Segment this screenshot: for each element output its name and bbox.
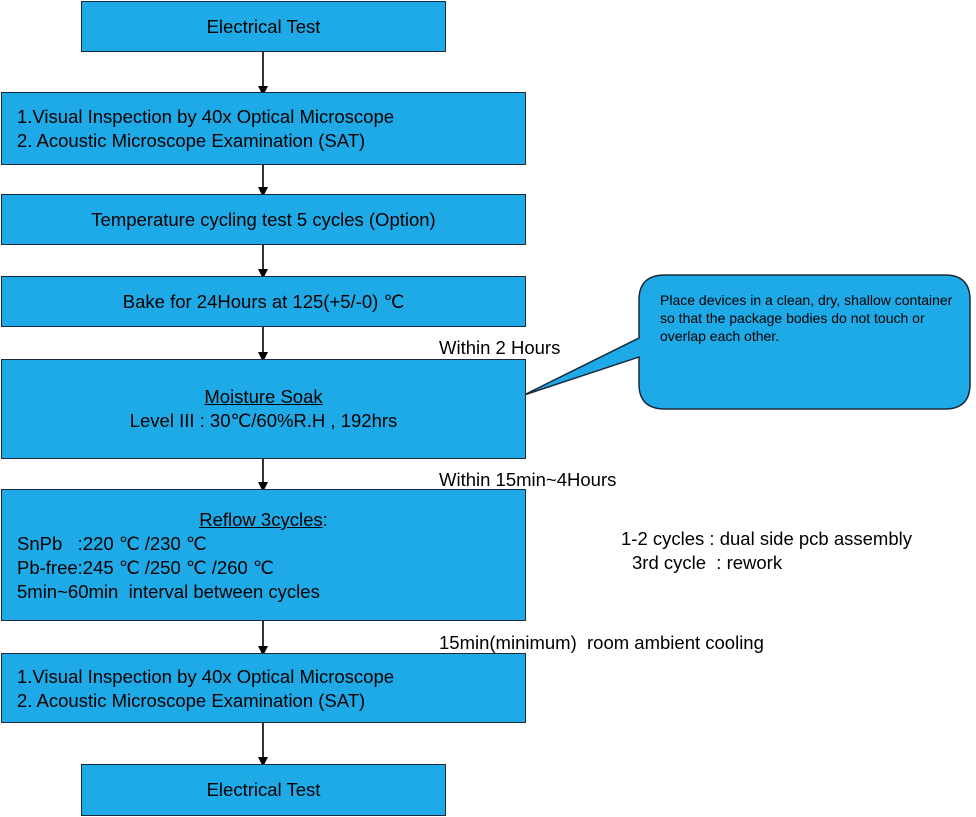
within-15min-4hours-label: Within 15min~4Hours xyxy=(439,469,617,490)
inspection-1-line-1: 1.Visual Inspection by 40x Optical Micro… xyxy=(17,106,395,127)
reflow-note-1: 1-2 cycles : dual side pcb assembly xyxy=(621,528,912,549)
reflow-interval: 5min~60min interval between cycles xyxy=(17,581,320,602)
moisture-soak-title: Moisture Soak xyxy=(204,386,323,407)
reflow-box: Reflow 3cycles: SnPb :220 ℃ /230 ℃ Pb-fr… xyxy=(1,489,526,621)
moisture-soak-box: Moisture Soak Level III : 30℃/60%R.H , 1… xyxy=(1,359,526,459)
temperature-cycling-label: Temperature cycling test 5 cycles (Optio… xyxy=(91,208,436,230)
inspection-2-line-2: 2. Acoustic Microscope Examination (SAT) xyxy=(17,690,366,711)
callout-text: Place devices in a clean, dry, shallow c… xyxy=(660,292,953,344)
inspection-box-2: 1.Visual Inspection by 40x Optical Micro… xyxy=(1,653,526,723)
electrical-test-top-box: Electrical Test xyxy=(81,1,446,52)
electrical-test-bottom-box: Electrical Test xyxy=(81,764,446,816)
reflow-title-suffix: : xyxy=(322,509,328,530)
inspection-box-1: 1.Visual Inspection by 40x Optical Micro… xyxy=(1,92,526,165)
inspection-2-line-1: 1.Visual Inspection by 40x Optical Micro… xyxy=(17,666,395,687)
reflow-title-row: Reflow 3cycles: xyxy=(17,508,525,532)
electrical-test-bottom-label: Electrical Test xyxy=(206,779,321,800)
inspection-1-line-2: 2. Acoustic Microscope Examination (SAT) xyxy=(17,130,366,151)
reflow-snpb: SnPb :220 ℃ /230 ℃ xyxy=(17,533,207,554)
temperature-cycling-box: Temperature cycling test 5 cycles (Optio… xyxy=(1,194,526,245)
moisture-soak-detail: Level III : 30℃/60%R.H , 192hrs xyxy=(129,410,398,431)
bake-box: Bake for 24Hours at 125(+5/-0) ℃ xyxy=(1,276,526,327)
within-2-hours-label: Within 2 Hours xyxy=(439,337,561,358)
bake-label: Bake for 24Hours at 125(+5/-0) ℃ xyxy=(122,290,405,312)
reflow-title: Reflow 3cycles xyxy=(199,509,323,530)
callout-bubble xyxy=(523,274,971,410)
cooling-label: 15min(minimum) room ambient cooling xyxy=(439,632,764,653)
reflow-note-2: 3rd cycle : rework xyxy=(632,552,783,573)
electrical-test-top-label: Electrical Test xyxy=(206,15,321,37)
reflow-pbfree: Pb-free:245 ℃ /250 ℃ /260 ℃ xyxy=(17,557,274,578)
